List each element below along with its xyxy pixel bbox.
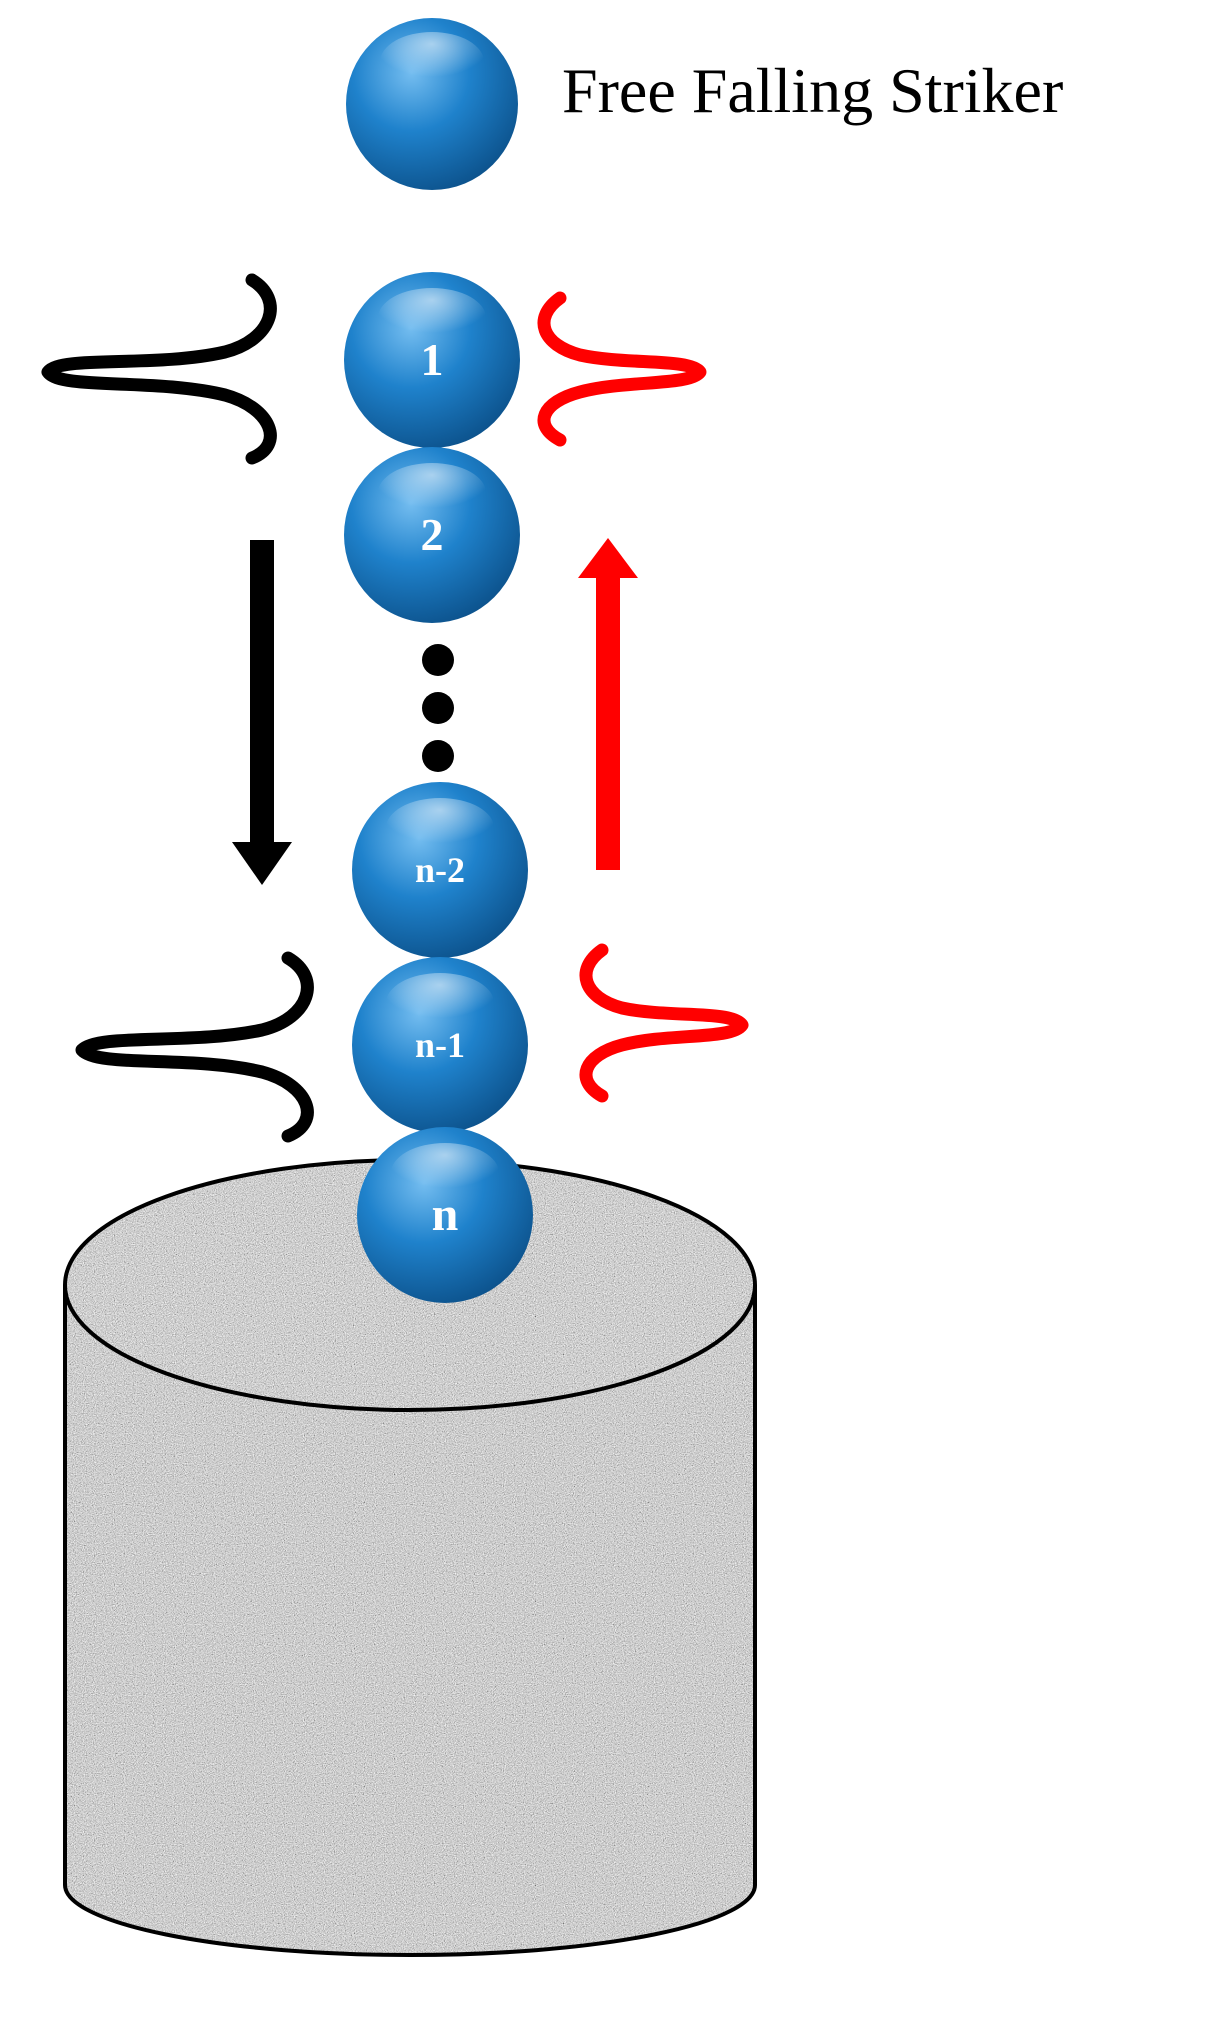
bead-1-label: 1 xyxy=(421,334,444,385)
striker-bead xyxy=(346,18,518,190)
striker-label: Free Falling Striker xyxy=(562,55,1063,126)
bead-n-2-label: n-2 xyxy=(415,850,465,890)
reflected-arrow xyxy=(578,538,638,870)
bead-2: 2 xyxy=(344,447,520,623)
bead-1: 1 xyxy=(344,272,520,448)
bead-n-1-label: n-1 xyxy=(415,1025,465,1065)
incident-arrow xyxy=(232,540,292,885)
ellipsis-dots xyxy=(422,644,454,772)
bead-n-2: n-2 xyxy=(352,782,528,958)
incident-pulse-top xyxy=(41,273,277,465)
bead-2-label: 2 xyxy=(421,509,444,560)
bead-n: n xyxy=(357,1127,533,1303)
reflected-pulse-bottom xyxy=(579,943,749,1103)
bead-n-label: n xyxy=(432,1188,459,1241)
reflected-pulse-top xyxy=(537,291,707,447)
incident-pulse-bottom xyxy=(75,951,314,1143)
bead-n-1: n-1 xyxy=(352,957,528,1133)
